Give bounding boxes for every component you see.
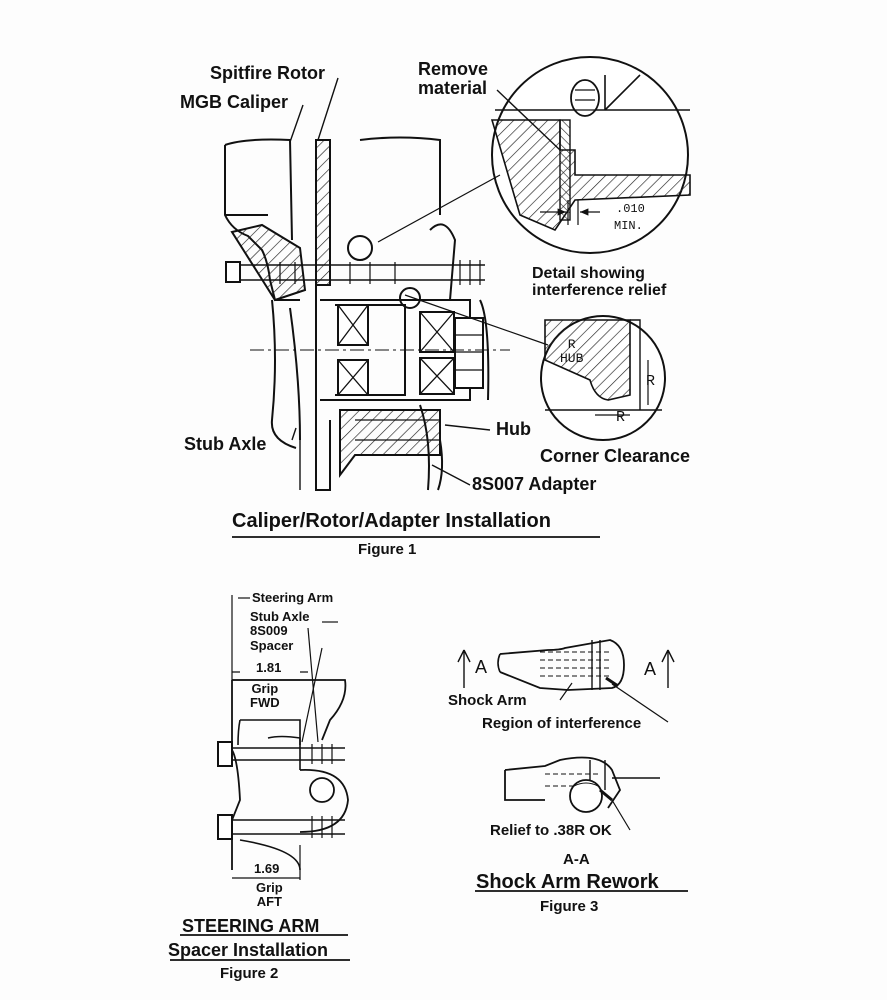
label-detail-caption: Detail showing interference relief [532, 265, 667, 299]
label-stub-axle: Stub Axle [184, 434, 267, 454]
label-spitfire-rotor: Spitfire Rotor [210, 63, 325, 83]
rotor-plate [315, 139, 331, 286]
steering-arm-eye [309, 777, 335, 803]
label-dim-min: MIN. [614, 219, 643, 233]
figure2-caption: Figure 2 [220, 965, 279, 982]
label-8s009: 8S009 [250, 623, 288, 638]
label-r-horizontal: R [616, 409, 626, 426]
upper-bolt-head [217, 741, 233, 767]
label-stub-axle-fig2: Stub Axle [250, 609, 310, 624]
section-eye [569, 779, 603, 813]
lower-bolt-head [217, 814, 233, 840]
label-mgb-caliper: MGB Caliper [180, 92, 289, 112]
label-remove-material: Remove material [418, 59, 489, 98]
label-steering-arm: Steering Arm [252, 590, 334, 605]
figure2-title-line1: STEERING ARM [182, 916, 320, 936]
label-r-vertical: R [646, 373, 656, 390]
label-dim-010: .010 [616, 202, 645, 216]
label-corner-clearance: Corner Clearance [540, 446, 691, 466]
label-8s007-adapter: 8S007 Adapter [472, 474, 597, 494]
label-section-a-left: A [475, 657, 488, 677]
label-dim-169: 1.69 [254, 861, 280, 876]
label-hub: Hub [496, 419, 531, 439]
figure3-drawing [457, 639, 688, 892]
label-region-of-interference: Region of interference [482, 715, 642, 732]
figure3-title: Shock Arm Rework [476, 871, 659, 893]
figure1-title: Caliper/Rotor/Adapter Installation [232, 510, 551, 532]
figure1-caption: Figure 1 [358, 541, 417, 558]
figure1-drawing [224, 56, 691, 538]
label-dim-181: 1.81 [256, 660, 282, 675]
label-r-hub: R HUB [560, 337, 584, 366]
label-section-a-right: A [644, 659, 657, 679]
caliper-hatched-block [230, 223, 307, 302]
label-grip-aft: Grip AFT [256, 880, 283, 909]
hub-nut [454, 317, 484, 389]
label-shock-arm: Shock Arm [448, 692, 527, 709]
figure3-caption: Figure 3 [540, 898, 599, 915]
figure2-title-line2: Spacer Installation [168, 940, 329, 960]
label-spacer: Spacer [250, 638, 294, 653]
figure2-drawing [170, 595, 350, 961]
label-relief: Relief to .38R OK [490, 822, 612, 839]
label-section-aa: A-A [563, 851, 590, 868]
bolt-head [225, 261, 241, 283]
label-grip-fwd: Grip FWD [250, 681, 280, 710]
adapter [339, 409, 441, 478]
